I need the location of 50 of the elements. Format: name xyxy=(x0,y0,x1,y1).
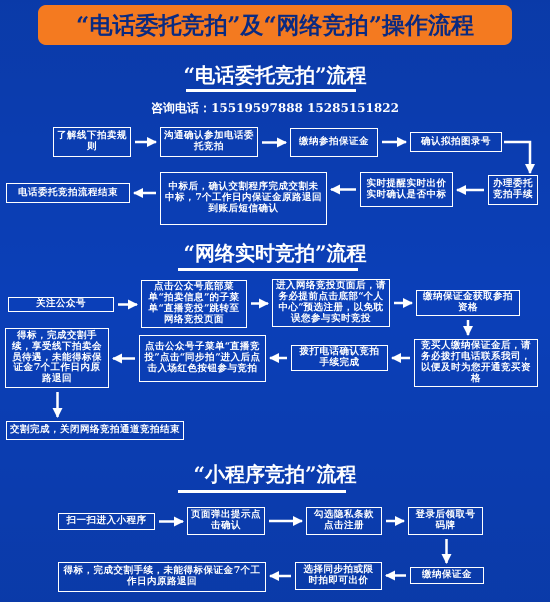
process-box: 选择同步拍或限时拍即可出价 xyxy=(295,562,382,590)
arrow xyxy=(385,570,406,580)
process-box: 关注公众号 xyxy=(8,297,114,312)
process-box: 缴纳保证金 xyxy=(410,567,484,584)
section-heading: “网络实时竞拍”流程 xyxy=(183,241,366,265)
process-box: 了解线下拍卖规则 xyxy=(53,127,131,157)
process-box: 扫一扫进入小程序 xyxy=(58,513,155,530)
process-box: 确认拟拍图录号 xyxy=(410,132,502,152)
arrow xyxy=(442,539,452,564)
arrow xyxy=(52,392,62,418)
process-box: 点击公众号底部菜单“拍卖信息”的子菜单“直播竞投”跳转至网络竞投页面 xyxy=(141,280,247,328)
arrow xyxy=(456,185,484,195)
arrow xyxy=(504,140,535,174)
process-box: 中标后，确认交割程序完成交割未中标，7个工作日内保证金原路退回到账后短信确认 xyxy=(160,172,327,225)
process-box: 竞买人缴纳保证金后，请务必拨打电话联系我司，以便及时为您开通竞买资格 xyxy=(414,339,538,387)
arrow xyxy=(159,516,184,526)
process-box: 得标，完成交割手续，未能得标保证金7个工作日内原路退回 xyxy=(58,562,266,592)
arrow xyxy=(269,516,303,526)
process-box: 得标，完成交割手续，享受线下拍卖会员待遇，未能得标保证金7个工作日内原路退回 xyxy=(5,328,109,388)
contact-text: 咨询电话：15519597888 15285151822 xyxy=(151,101,399,115)
arrow xyxy=(251,298,269,308)
arrow xyxy=(386,516,405,526)
section-heading: “电话委托竞拍”流程 xyxy=(183,63,366,87)
process-box: 办理委托竞拍手续 xyxy=(488,175,538,205)
process-box: 电话委托竞拍流程结束 xyxy=(6,183,130,203)
arrow xyxy=(391,353,410,363)
process-box: 页面弹出提示点击确认 xyxy=(187,507,265,535)
arrow xyxy=(133,188,156,198)
arrow xyxy=(118,300,138,310)
arrow xyxy=(135,137,157,147)
process-box: 进入网络竞投页面后，请务必提前点击底部“个人中心”预选注册，以免耽误您参与实时竞投 xyxy=(272,279,390,327)
arrow xyxy=(463,320,473,336)
arrow xyxy=(382,137,407,147)
process-box: 缴纳保证金获取参拍资格 xyxy=(416,290,520,316)
process-box: 交割完成，关闭网络竞拍通道竞拍结束 xyxy=(6,421,184,440)
section-heading: “小程序竞拍”流程 xyxy=(193,462,356,486)
arrow xyxy=(269,571,291,581)
title-banner: “电话委托竞拍”及“网络竞拍”操作流程 xyxy=(38,5,512,45)
process-box: 缴纳参拍保证金 xyxy=(290,128,378,157)
process-box: 实时提醒实时出价实时确认是否中标 xyxy=(360,172,453,207)
process-box: 勾选隐私条款点击注册 xyxy=(306,507,382,535)
arrow xyxy=(330,184,356,194)
arrow xyxy=(112,354,135,364)
process-box: 点击公众号子菜单“直播竞投”点击“同步拍”进入后点击入场红色按钮参与竞拍 xyxy=(139,335,266,382)
process-box: 登录后领取号码牌 xyxy=(408,507,483,535)
arrow xyxy=(269,353,287,363)
process-box: 沟通确认参加电话委托竞拍 xyxy=(160,127,258,157)
arrow xyxy=(394,298,413,308)
arrow xyxy=(262,138,287,148)
process-box: 拨打电话确认竞拍手续完成 xyxy=(291,345,388,371)
